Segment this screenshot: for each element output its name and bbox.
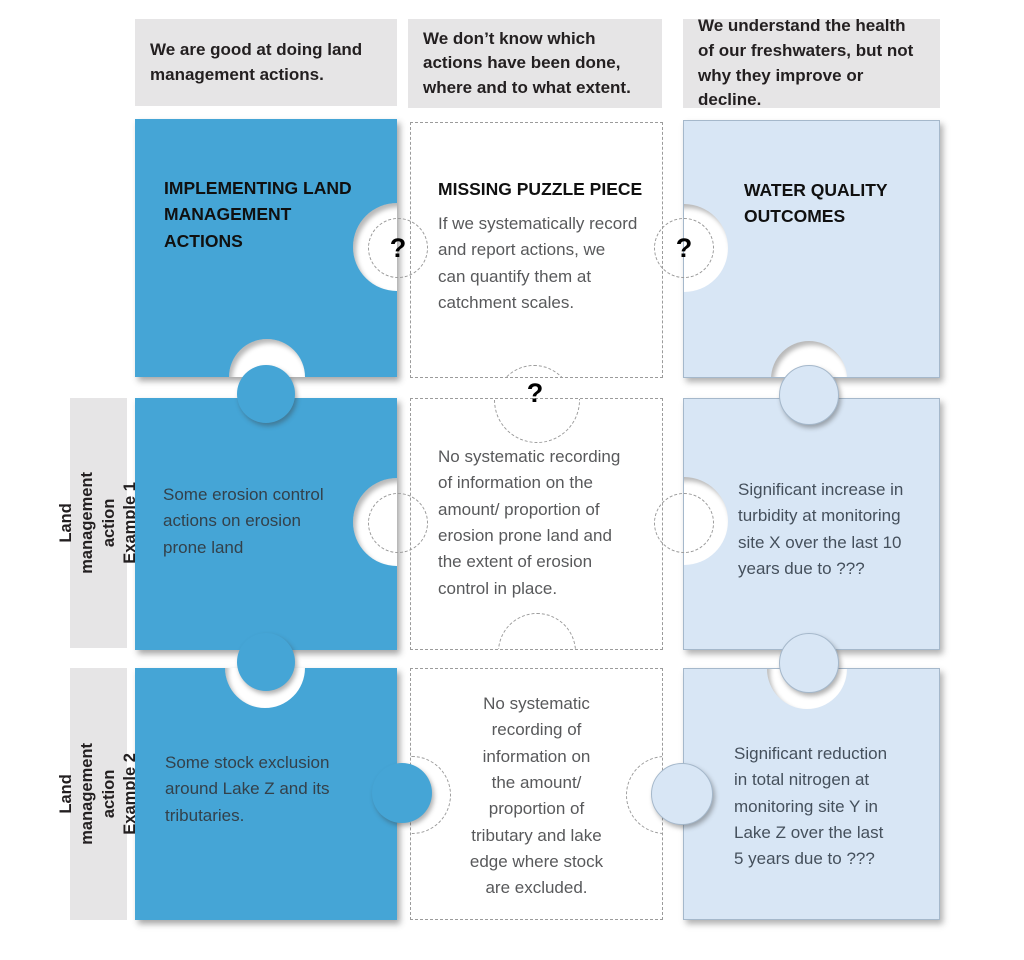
puzzle-piece-water-quality: WATER QUALITY OUTCOMES (683, 120, 940, 378)
dashed-notch-circle (368, 493, 428, 553)
piece-body-nitrogen: Significant reduction in total nitrogen … (734, 744, 888, 869)
question-mark-circle: ? (654, 218, 714, 278)
puzzle-piece-missing-top: MISSING PUZZLE PIECE If we systematicall… (410, 122, 663, 378)
question-mark-icon: ? (675, 232, 693, 263)
row-label-example-2: Land management action Example 2 (57, 668, 139, 920)
puzzle-piece-missing-middle: No systematic recording of information o… (410, 398, 663, 650)
puzzle-dashed-arc (495, 365, 573, 377)
row-label-example-1: Land management action Example 1 (57, 398, 139, 648)
question-mark-icon: ? (389, 232, 407, 263)
row-label-example-1-text: Land management action Example 1 (56, 472, 139, 574)
puzzle-piece-nitrogen: Significant reduction in total nitrogen … (683, 668, 940, 920)
dashed-notch-circle (654, 493, 714, 553)
piece-title-missing: MISSING PUZZLE PIECE (438, 179, 643, 199)
puzzle-piece-missing-bottom: No systematic recording of information o… (410, 668, 663, 920)
piece-body-no-recording-stock: No systematic recording of information o… (469, 694, 604, 898)
puzzle-tab (372, 763, 432, 823)
piece-body-no-recording-erosion: No systematic recording of information o… (438, 447, 621, 598)
piece-body-missing: If we systematically record and report a… (438, 214, 638, 313)
header-dont-know-actions: We don’t know which actions have been do… (408, 19, 662, 108)
puzzle-piece-turbidity: Significant increase in turbidity at mon… (683, 398, 940, 650)
piece-title-water-quality: WATER QUALITY OUTCOMES (744, 180, 888, 227)
question-mark-circle: ? (368, 218, 428, 278)
question-mark-icon: ? (526, 378, 544, 408)
puzzle-tab (237, 365, 295, 423)
puzzle-piece-implementing-actions: IMPLEMENTING LAND MANAGEMENT ACTIONS (135, 119, 397, 377)
piece-title-implementing: IMPLEMENTING LAND MANAGEMENT ACTIONS (164, 178, 352, 251)
puzzle-tab (779, 365, 839, 425)
header-doing-actions: We are good at doing land management act… (135, 19, 397, 106)
puzzle-tab (237, 633, 295, 691)
puzzle-piece-erosion-control: Some erosion control actions on erosion … (135, 398, 397, 650)
piece-body-stock-exclusion: Some stock exclusion around Lake Z and i… (165, 753, 330, 825)
header-understand-health: We understand the health of our freshwat… (683, 16, 940, 109)
row-label-example-2-text: Land management action Example 2 (56, 743, 139, 845)
puzzle-dashed-arc (498, 613, 576, 649)
puzzle-piece-stock-exclusion: Some stock exclusion around Lake Z and i… (135, 668, 397, 920)
piece-body-turbidity: Significant increase in turbidity at mon… (738, 480, 904, 579)
puzzle-tab (779, 633, 839, 693)
piece-body-erosion-control: Some erosion control actions on erosion … (163, 485, 324, 557)
puzzle-tab (651, 763, 713, 825)
